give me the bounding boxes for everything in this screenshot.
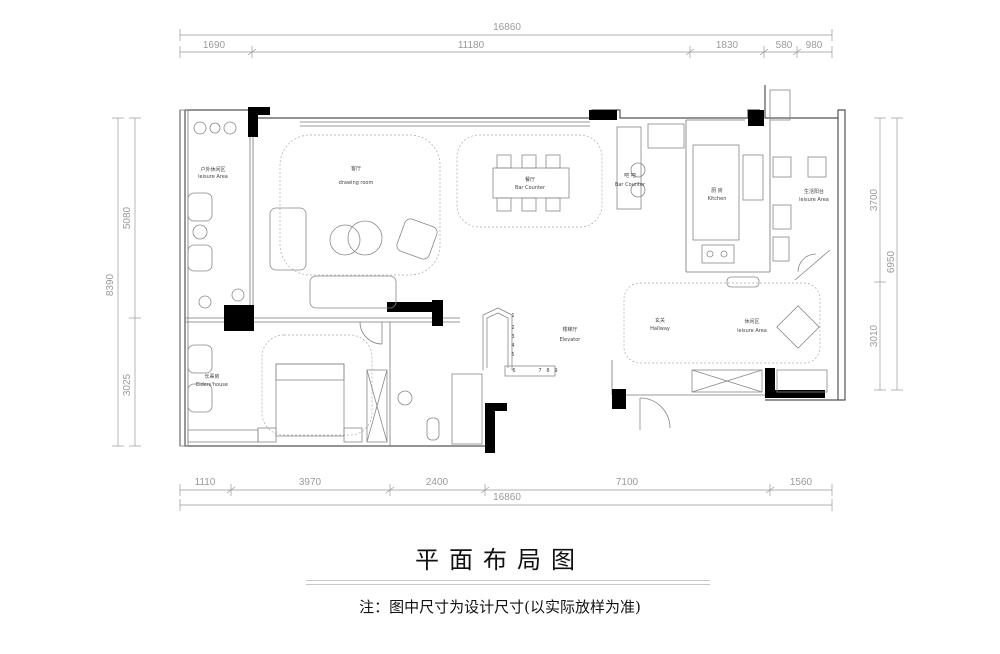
- balcony-label-en: leisure Area: [799, 197, 829, 203]
- right-total-dim: 6950: [886, 250, 897, 273]
- kitchen-label-cn: 厨 房: [711, 187, 723, 194]
- stair-step-2: 2: [511, 325, 514, 331]
- right-dimensions: 3700 3010 6950: [869, 117, 903, 391]
- columns: [224, 107, 825, 453]
- top-dim-1: 1690: [203, 40, 226, 51]
- living-label-en: drawing room: [339, 180, 374, 186]
- hallway-label-cn: 玄关: [655, 317, 665, 324]
- stair-step-6: 6: [512, 368, 515, 374]
- bottom-dim-4: 7100: [616, 477, 639, 488]
- room-labels: 户外休闲区 leisure Area 客厅 drawing room 餐厅 Ba…: [196, 165, 829, 388]
- balcony-label-cn: 生活阳台: [804, 188, 824, 195]
- leisure-right-label-en: leisure Area: [737, 328, 767, 334]
- leisure-left-label-cn: 户外休闲区: [200, 166, 225, 173]
- top-dim-5: 980: [806, 40, 823, 51]
- elders-label-cn: 长辈房: [204, 373, 219, 380]
- dining-label-en: Bar Counter: [515, 185, 546, 191]
- top-dimensions: 16860 1690 11180 1830 580 980: [179, 22, 833, 58]
- top-total-dim: 16860: [493, 22, 521, 33]
- stair-step-5: 5: [511, 352, 514, 358]
- title-underline-2: [306, 584, 710, 585]
- top-dim-2: 11180: [458, 40, 485, 51]
- elevator-label-cn: 楼梯厅: [562, 326, 577, 333]
- bar-label-en: Bar Counter: [615, 182, 646, 188]
- stair-step-1: 1: [511, 313, 514, 319]
- left-total-dim: 8390: [105, 273, 116, 296]
- stair-step-8: 8: [546, 368, 549, 374]
- title-underline: [306, 580, 710, 581]
- right-dim-1: 3700: [869, 188, 880, 211]
- floor-plan: 16860 1690 11180 1830 580 980 1110 3970 …: [105, 22, 903, 511]
- elevator-label-en: Elevator: [560, 337, 582, 343]
- right-dim-2: 3010: [869, 324, 880, 347]
- hallway-label-en: Hallway: [650, 326, 670, 332]
- leisure-right-label-cn: 休闲区: [744, 318, 759, 325]
- plan-note: 注：图中尺寸为设计尺寸(以实际放样为准): [359, 598, 641, 616]
- stair-step-9: 9: [554, 368, 557, 374]
- plan-title: 平面布局图: [415, 546, 585, 574]
- zones: [261, 134, 821, 436]
- top-dim-4: 580: [776, 40, 793, 51]
- kitchen-label-en: Kitchen: [708, 196, 727, 202]
- elders-label-en: Elders'house: [196, 382, 228, 388]
- top-dim-3: 1830: [716, 40, 739, 51]
- stair-step-7: 7: [538, 368, 541, 374]
- living-label-cn: 客厅: [351, 165, 361, 172]
- leisure-left-label-en: leisure Area: [198, 174, 228, 180]
- stair-step-4: 4: [511, 343, 514, 349]
- bottom-dim-3: 2400: [426, 477, 449, 488]
- bottom-dim-2: 3970: [299, 477, 322, 488]
- left-dim-2: 3025: [122, 373, 133, 396]
- stair-step-3: 3: [511, 334, 514, 340]
- bottom-dimensions: 1110 3970 2400 7100 1560 16860: [179, 477, 833, 511]
- bottom-dim-5: 1560: [790, 477, 813, 488]
- doors: [359, 253, 817, 430]
- furniture: [187, 89, 831, 445]
- bar-label-cn: 吧 吧: [624, 173, 636, 179]
- bottom-total-dim: 16860: [493, 492, 521, 503]
- bottom-dim-1: 1110: [195, 477, 216, 488]
- left-dimensions: 8390 5080 3025: [105, 117, 141, 447]
- dining-label-cn: 餐厅: [525, 176, 535, 183]
- left-dim-1: 5080: [122, 206, 133, 229]
